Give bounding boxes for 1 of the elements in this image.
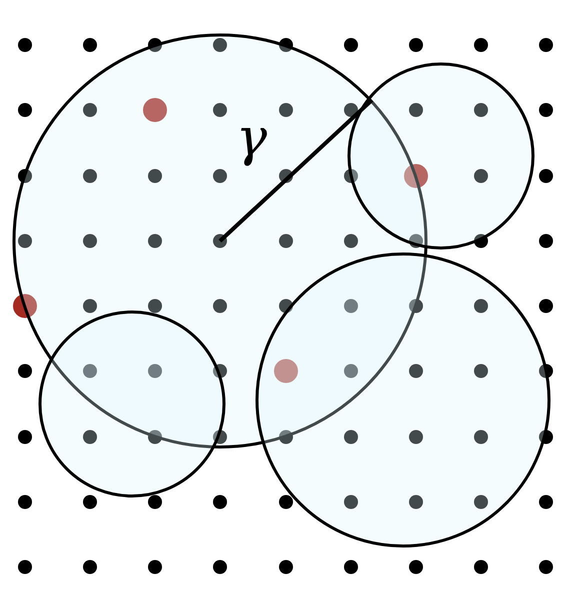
radius-label: γ: [236, 112, 268, 164]
